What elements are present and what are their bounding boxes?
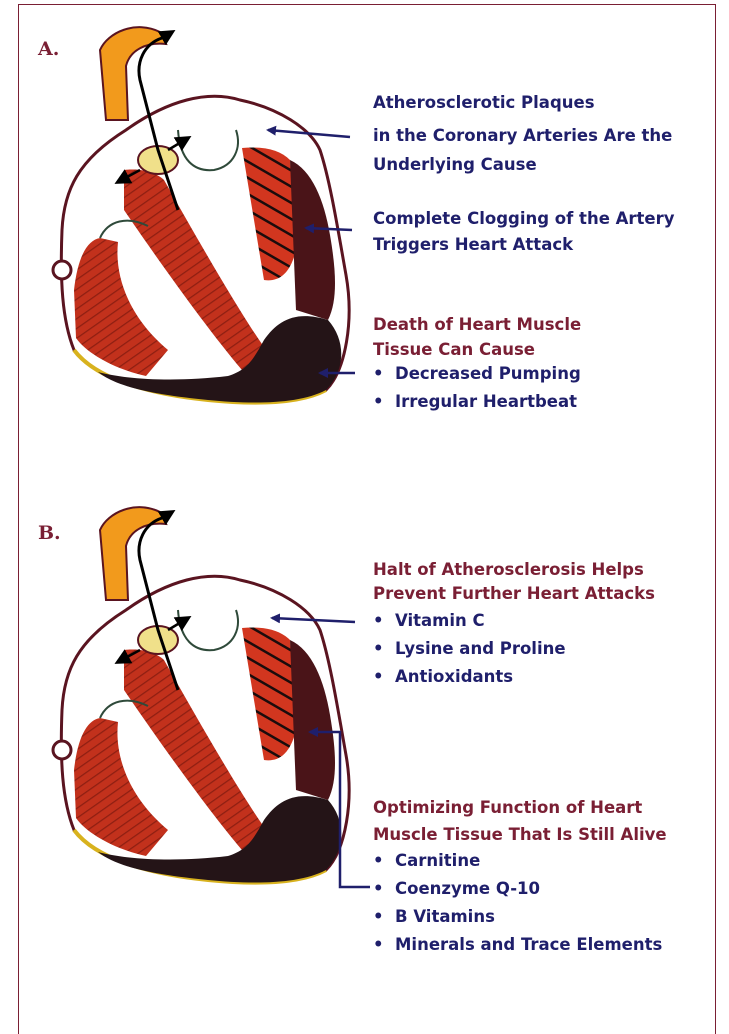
heart-diagram-a [53,27,349,402]
halt-nutrients-list: Vitamin C Lysine and Proline Antioxidant… [373,607,566,691]
optimizing-heading-line2: Muscle Tissue That Is Still Alive [373,822,667,848]
list-item: Lysine and Proline [373,635,566,663]
death-effects-list: Decreased Pumping Irregular Heartbeat [373,360,581,416]
plaques-text-line2: in the Coronary Arteries Are the [373,123,672,149]
clogging-text-line1: Complete Clogging of the Artery [373,206,675,232]
list-item: Carnitine [373,847,662,875]
plaques-text-line1: Atherosclerotic Plaques [373,90,595,116]
list-item: Vitamin C [373,607,566,635]
halt-heading-line1: Halt of Atherosclerosis Helps [373,557,644,583]
list-item: Coenzyme Q-10 [373,875,662,903]
list-item: Decreased Pumping [373,360,581,388]
list-item: Minerals and Trace Elements [373,931,662,959]
optimizing-nutrients-list: Carnitine Coenzyme Q-10 B Vitamins Miner… [373,847,662,959]
list-item: Irregular Heartbeat [373,388,581,416]
list-item: B Vitamins [373,903,662,931]
optimizing-heading-line1: Optimizing Function of Heart [373,795,642,821]
heart-diagram-b [53,507,349,882]
clogging-text-line2: Triggers Heart Attack [373,232,573,258]
plaques-text-line3: Underlying Cause [373,152,537,178]
death-heading-line1: Death of Heart Muscle [373,312,581,338]
halt-heading-line2: Prevent Further Heart Attacks [373,581,655,607]
list-item: Antioxidants [373,663,566,691]
